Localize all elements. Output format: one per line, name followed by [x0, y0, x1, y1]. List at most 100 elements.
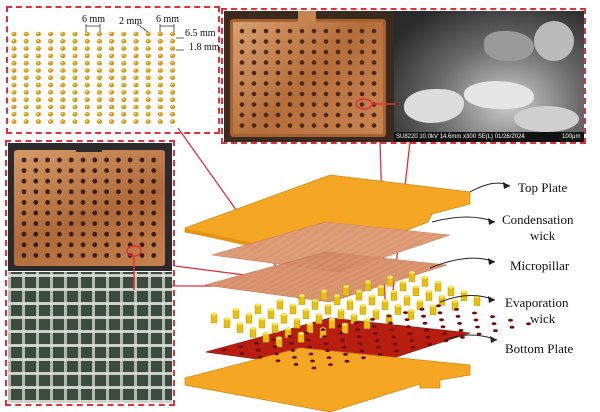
plate-hole: [251, 28, 257, 34]
pillar-dot-highlight: [146, 61, 149, 64]
wick-plate-body: [14, 150, 165, 266]
pillar-dot-highlight: [48, 105, 52, 108]
plate-hole: [371, 49, 377, 55]
wick-hole: [45, 168, 50, 173]
dim-height: 6.5 mm: [185, 28, 216, 39]
plate-hole: [287, 91, 293, 97]
plate-hole: [239, 60, 245, 65]
plate-hole: [323, 91, 329, 97]
pillar-dot-highlight: [122, 61, 125, 64]
wick-hole: [33, 210, 39, 216]
condensation-wick-fiber: [313, 225, 440, 239]
pillar-dot-highlight: [146, 120, 149, 122]
plate-hole: [359, 112, 365, 118]
micropillar-top: [382, 299, 388, 303]
plate-hole: [347, 102, 353, 107]
wick-hole: [139, 178, 145, 184]
wick-hole: [139, 210, 145, 216]
micropillar-top: [334, 294, 340, 298]
pillar-dot-highlight: [146, 54, 149, 57]
pillar-dot-highlight: [48, 54, 52, 57]
micropillar-top: [211, 312, 217, 316]
evaporation-wick-hole: [272, 345, 278, 349]
pillar-dot-highlight: [85, 54, 88, 57]
micropillar-wick-fiber: [250, 272, 374, 289]
evaporation-wick-hole: [454, 308, 459, 311]
plate-hole: [287, 112, 293, 118]
plate-hole: [239, 49, 245, 55]
evaporation-wick-hole: [406, 325, 411, 328]
pillar-dot-highlight: [97, 76, 100, 78]
pillar-dot-highlight: [109, 39, 113, 42]
pillar-dot-highlight: [48, 120, 52, 122]
wick-hole: [57, 210, 62, 216]
pillar-dot-highlight: [158, 68, 161, 71]
pillar-dot-highlight: [122, 47, 125, 49]
pillar-dot-highlight: [12, 105, 15, 108]
wick-hole: [151, 242, 157, 248]
wick-hole: [68, 200, 74, 205]
pillar-dot-highlight: [73, 83, 76, 86]
plate-hole: [371, 60, 377, 65]
plate-hole: [239, 81, 245, 86]
micropillar-top: [347, 299, 353, 303]
micropillar-wick-fiber: [313, 255, 436, 269]
pillar-dot-highlight: [85, 32, 88, 35]
wick-hole: [127, 231, 133, 237]
plate-hole: [323, 70, 329, 76]
pillar-dot-highlight: [158, 90, 161, 93]
pillar-dot-highlight: [61, 98, 64, 100]
plate-hole: [359, 123, 365, 128]
pillar-dot-highlight: [73, 39, 76, 42]
pillar-dot-highlight: [36, 47, 39, 49]
copper-plate-tab: [298, 11, 316, 22]
condensation-wick-fiber: [293, 230, 420, 246]
sem-caption: SU8220 10.0kV 14.6mm x300 SE(L) 01/26/20…: [396, 134, 525, 140]
wick-hole: [92, 168, 98, 173]
plate-hole: [239, 70, 245, 76]
micropillar-top: [356, 289, 362, 293]
pillar-dot-highlight: [12, 54, 15, 57]
plate-hole: [275, 70, 281, 76]
plate-hole: [347, 70, 353, 76]
wick-hole: [80, 242, 86, 248]
wick-hole: [104, 242, 109, 248]
micropillar-array-panel: [6, 6, 220, 134]
micropillar-wick-fiber: [207, 283, 333, 302]
evaporation-wick-hole: [509, 325, 515, 329]
wick-hole: [116, 210, 121, 216]
plate-hole: [359, 39, 365, 44]
plate-hole: [371, 123, 377, 128]
evaporation-wick-hole: [373, 332, 378, 335]
pillar-dot-highlight: [85, 47, 88, 49]
wick-plate-notch: [76, 143, 102, 152]
pillar-dot-highlight: [24, 61, 27, 64]
evaporation-wick-hole: [476, 332, 482, 336]
micropillar-wick-fiber: [319, 253, 442, 268]
pillar-dot-highlight: [97, 68, 100, 71]
micropillar-top: [285, 327, 291, 331]
plate-hole: [251, 102, 257, 107]
wick-hole: [92, 200, 98, 205]
pillar-dot-highlight: [109, 68, 113, 71]
label-evaporation-1: Evaporation: [505, 295, 569, 310]
dim-gap: 2 mm: [119, 16, 143, 27]
evaporation-wick-hole: [355, 328, 360, 332]
wick-hole: [68, 189, 74, 195]
pillar-dot-highlight: [85, 112, 88, 115]
sem-caption-bar: [394, 132, 584, 142]
evaporation-wick-hole: [254, 341, 260, 345]
pillar-dot-highlight: [24, 90, 27, 93]
pillar-dot-highlight: [48, 98, 52, 100]
pillar-dot-highlight: [73, 98, 76, 100]
plate-hole: [299, 91, 305, 97]
evaporation-wick-hole: [404, 318, 410, 321]
micropillar-top: [413, 285, 419, 289]
wick-hole: [116, 231, 121, 237]
wick-hole: [151, 189, 157, 195]
plate-hole: [335, 39, 341, 44]
condensation-wick-fiber: [319, 223, 445, 238]
micropillar-top: [294, 317, 300, 321]
micropillar-top: [448, 285, 454, 289]
